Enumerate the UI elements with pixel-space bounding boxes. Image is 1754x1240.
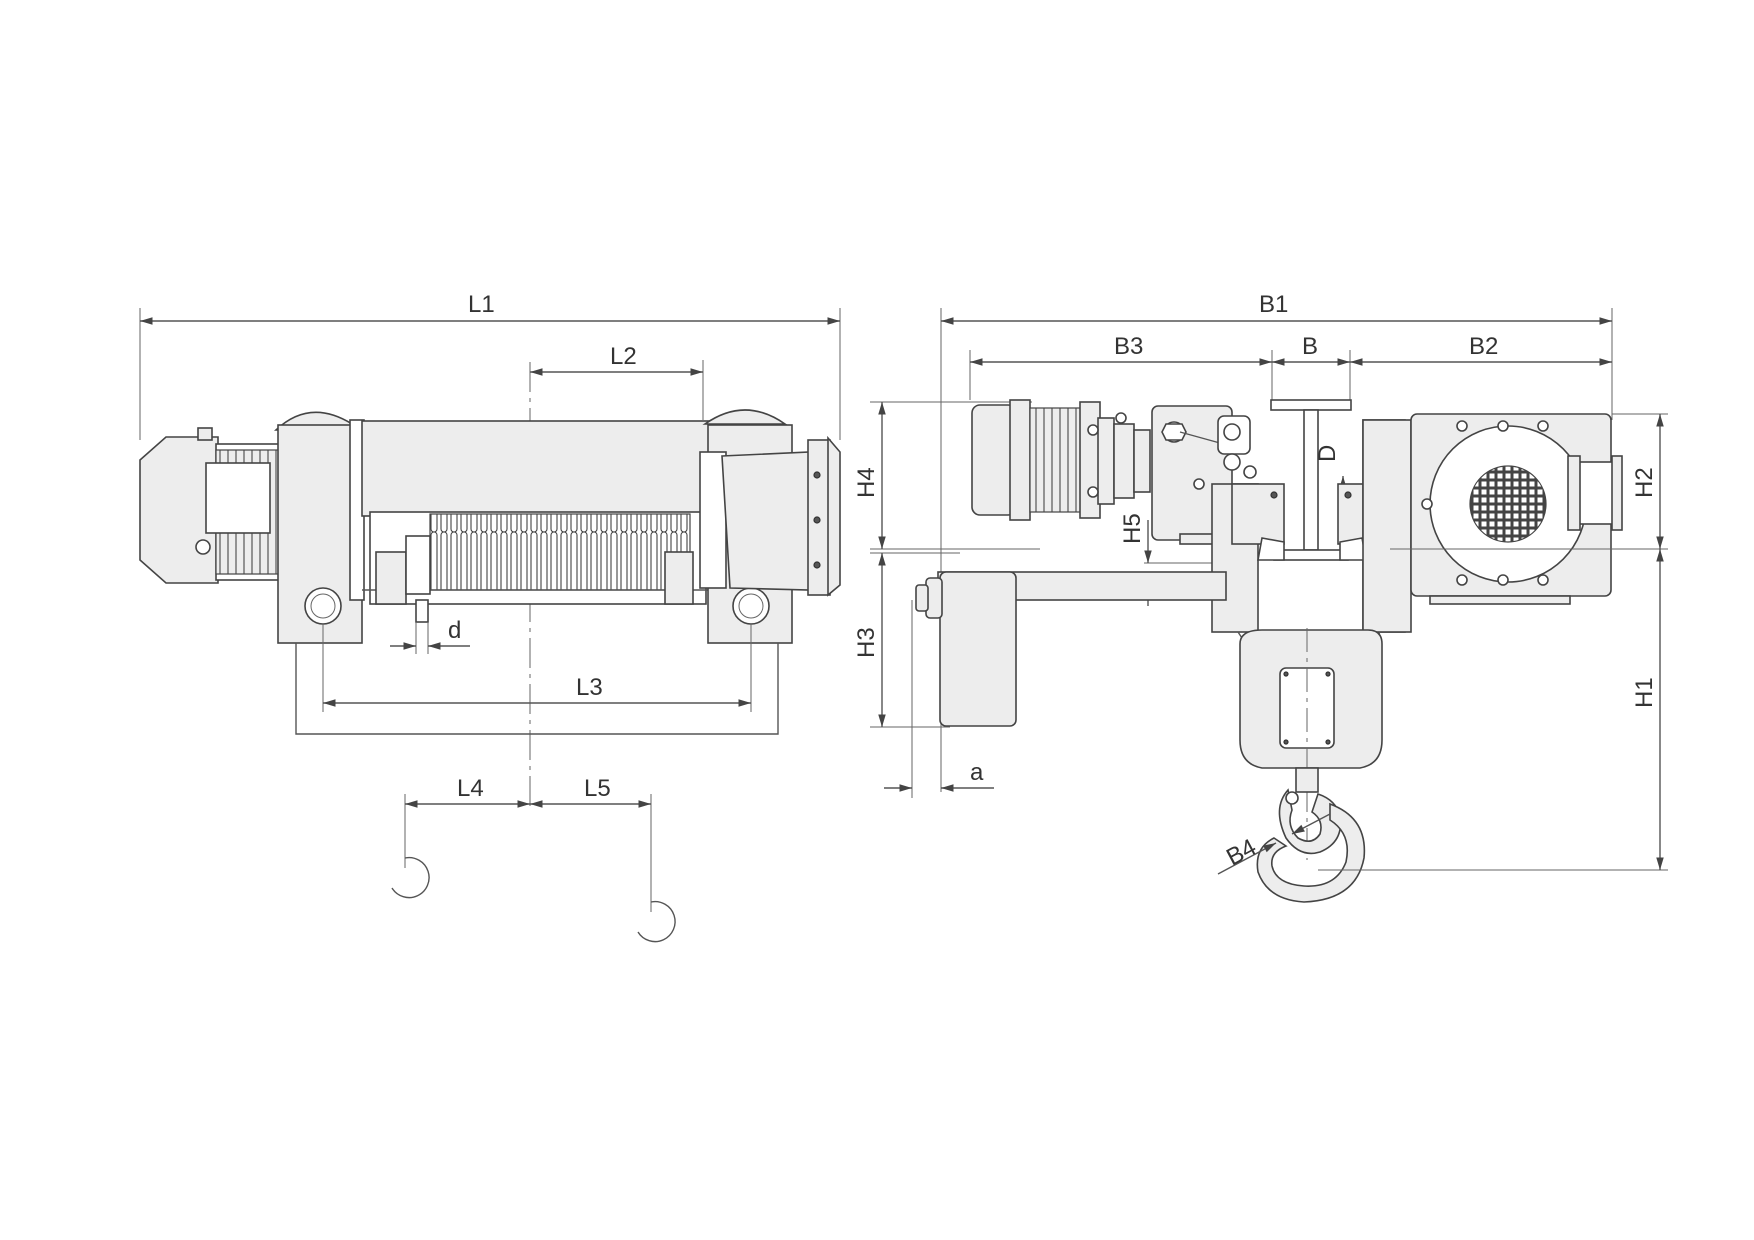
left-end-bracket <box>273 411 365 644</box>
dimension-L4-L5: L4 L5 <box>391 775 676 943</box>
label-L3: L3 <box>576 674 603 701</box>
dimension-d: d <box>390 617 470 654</box>
i-beam-rail <box>1270 399 1352 561</box>
right-gearbox <box>699 409 841 644</box>
label-B: B <box>1302 333 1318 360</box>
label-L4: L4 <box>457 775 484 802</box>
label-B2: B2 <box>1469 333 1498 360</box>
dimension-H4: H4 <box>853 401 1040 550</box>
label-L5: L5 <box>584 775 611 802</box>
side-view: L1 L2 <box>139 291 841 943</box>
label-B3: B3 <box>1114 333 1143 360</box>
counterweight-beam <box>915 571 1227 727</box>
main-hoist-motor <box>1362 413 1623 633</box>
label-D: D <box>1314 445 1341 462</box>
label-H5: H5 <box>1119 513 1146 544</box>
label-L1: L1 <box>468 291 495 318</box>
rope-drum <box>361 420 713 623</box>
bottom-block <box>1237 628 1383 860</box>
label-H4: H4 <box>853 467 880 498</box>
end-view: B1 B3 B B2 H4 H3 <box>853 291 1668 903</box>
brake-assembly <box>971 399 1151 521</box>
dimension-H1: H1 <box>1318 549 1668 871</box>
hook-position-left-icon <box>391 856 430 899</box>
dimension-L2: L2 <box>530 343 704 420</box>
hook-icon <box>1278 788 1342 855</box>
label-H3: H3 <box>853 627 880 658</box>
label-d: d <box>448 617 461 644</box>
dimension-L1: L1 <box>139 291 841 440</box>
hook-position-right-icon <box>637 900 676 943</box>
label-B4: B4 <box>1222 834 1261 872</box>
dimension-a: a <box>884 600 994 798</box>
label-L2: L2 <box>610 343 637 370</box>
base-frame <box>295 643 779 735</box>
label-B1: B1 <box>1259 291 1288 318</box>
hook <box>1256 767 1366 903</box>
label-H1: H1 <box>1631 677 1658 708</box>
label-H2: H2 <box>1631 467 1658 498</box>
dimension-L3: L3 <box>322 624 752 712</box>
dimension-B3-B-B2: B3 B B2 <box>969 333 1612 400</box>
dimension-H3: H3 <box>853 552 960 728</box>
label-a: a <box>970 759 984 786</box>
dimension-H2: H2 <box>1390 413 1668 550</box>
